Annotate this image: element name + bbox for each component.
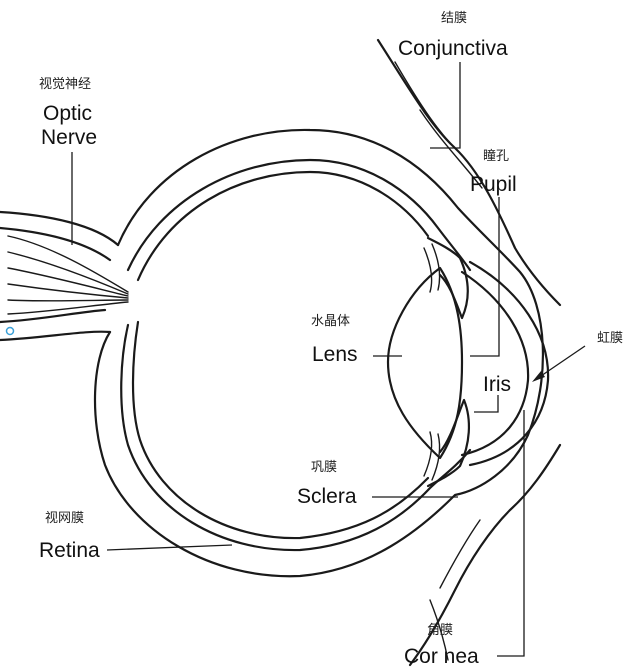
conjunctiva-label-zh: 结膜 xyxy=(441,12,467,25)
pupil-label-zh: 瞳孔 xyxy=(483,150,509,163)
retina-label: Retina xyxy=(39,540,100,561)
optic-nerve-label-line1: Optic xyxy=(43,103,92,124)
cornea xyxy=(470,262,548,465)
edge-marker xyxy=(7,328,14,335)
lens xyxy=(388,268,462,458)
cornea-label-zh: 角膜 xyxy=(427,624,453,637)
lens-label-zh: 水晶体 xyxy=(311,315,350,328)
optic-nerve-label-zh: 视觉神经 xyxy=(39,78,91,91)
sclera-label-zh: 巩膜 xyxy=(311,461,337,474)
optic-nerve-label-line2: Nerve xyxy=(41,127,97,148)
optic-nerve xyxy=(0,212,128,340)
lens-label: Lens xyxy=(312,344,358,365)
iris-label-zh: 虹膜 xyxy=(597,332,623,345)
cornea-label: Cor nea xyxy=(404,646,479,667)
sclera-label: Sclera xyxy=(297,486,357,507)
retina-label-zh: 视网膜 xyxy=(45,512,84,525)
iris-label: Iris xyxy=(483,374,511,395)
pupil-label: Pupil xyxy=(470,174,517,195)
conjunctiva-label: Conjunctiva xyxy=(398,38,508,59)
retina-layer xyxy=(133,172,428,538)
